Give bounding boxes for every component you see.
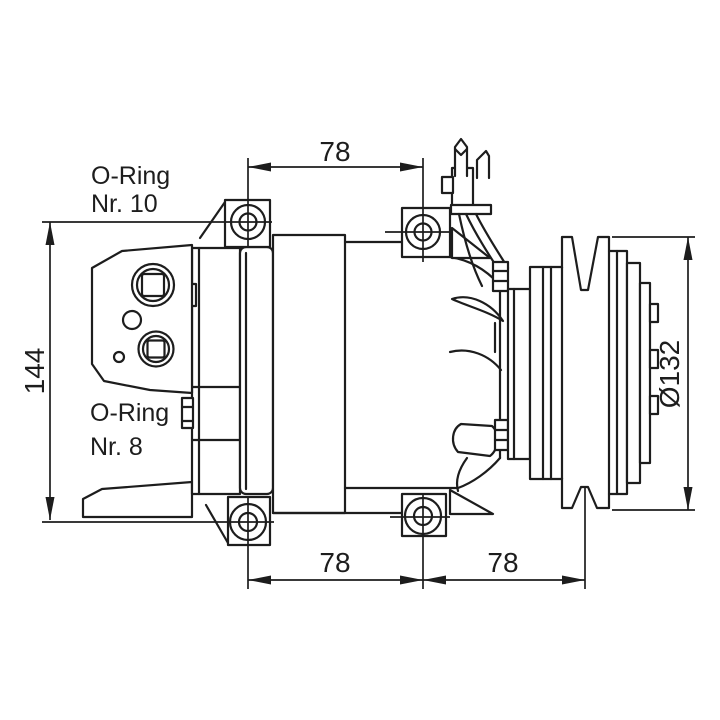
arrow-right-icon bbox=[400, 575, 423, 585]
connector-lug bbox=[440, 175, 455, 195]
arrow-right-icon bbox=[562, 575, 585, 585]
cylinder-head bbox=[90, 243, 194, 395]
arrow-left-icon bbox=[248, 575, 271, 585]
shaft-nut-lower-lines bbox=[493, 428, 510, 442]
connector-post-left bbox=[453, 137, 469, 178]
cylinder-barrel bbox=[271, 233, 347, 515]
compressor-body bbox=[81, 200, 505, 545]
casting-swoop-lower bbox=[455, 456, 469, 493]
connector-post-right bbox=[475, 149, 491, 180]
dimension-top-width: 78 bbox=[247, 136, 424, 262]
dimension-top-width-value: 78 bbox=[319, 136, 350, 167]
head-bolt-hole-upper bbox=[121, 309, 143, 331]
connector-post-notch bbox=[453, 147, 469, 157]
connector-base bbox=[449, 203, 493, 216]
pulley-front-flange bbox=[528, 265, 564, 481]
oring-10-label-line2: Nr. 10 bbox=[91, 190, 158, 218]
top-right-gusset bbox=[450, 226, 492, 260]
head-bolt-hole-lower bbox=[112, 350, 126, 364]
rear-head-boss-lines bbox=[190, 385, 242, 442]
clutch-pulley-assembly bbox=[491, 235, 660, 510]
pulley-serration-1 bbox=[648, 302, 660, 324]
dimension-bottom-right-value: 78 bbox=[487, 547, 518, 578]
casting-finger-lower bbox=[451, 422, 499, 458]
dimension-bottom-width-right: 78 bbox=[423, 487, 586, 589]
electrical-connector bbox=[440, 137, 510, 288]
shaft-nut-upper-lines bbox=[491, 269, 510, 283]
arrow-down-icon bbox=[45, 497, 55, 520]
dimension-height-value: 144 bbox=[19, 348, 50, 395]
shaft-nut-upper bbox=[491, 260, 510, 293]
dimension-diameter-value: Ø132 bbox=[654, 340, 685, 409]
pulley-serration-2 bbox=[648, 348, 660, 370]
dimension-bottom-width-left: 78 bbox=[247, 493, 424, 589]
oring-8-label-line1: O-Ring bbox=[90, 399, 169, 427]
dimension-bottom-left-value: 78 bbox=[319, 547, 350, 578]
casting-swoop-mid bbox=[448, 349, 503, 372]
oring-10-label-line1: O-Ring bbox=[91, 162, 170, 190]
oring-8-label-line2: Nr. 8 bbox=[90, 433, 143, 461]
arrow-up-icon bbox=[45, 222, 55, 245]
bottom-left-bracket-line bbox=[204, 503, 230, 545]
clutch-armature-plate bbox=[506, 287, 532, 461]
bottom-right-gusset bbox=[448, 488, 495, 516]
suction-port-opening bbox=[146, 339, 166, 359]
arrow-up-icon bbox=[683, 237, 693, 260]
shaft-nut-lower bbox=[493, 418, 510, 452]
casting-swoop-upper bbox=[450, 296, 505, 323]
pulley-serration-3 bbox=[648, 394, 660, 416]
arrow-left-icon bbox=[248, 162, 271, 172]
lug-crosshairs bbox=[385, 231, 452, 518]
front-head-bottom-edge bbox=[343, 456, 502, 490]
pulley-rear-ring bbox=[625, 261, 642, 485]
pulley-front-flange-lines bbox=[541, 265, 553, 481]
rear-port-fitting-lines bbox=[180, 405, 195, 423]
oring-labels: O-Ring Nr. 10 O-Ring Nr. 8 bbox=[90, 162, 170, 461]
top-left-bracket-line bbox=[198, 200, 227, 240]
dimension-overall-height: 144 bbox=[19, 221, 274, 523]
arrow-left-icon bbox=[423, 575, 446, 585]
rear-port-fitting bbox=[180, 396, 195, 430]
arrow-down-icon bbox=[683, 487, 693, 510]
bottom-foot-bracket bbox=[81, 480, 194, 519]
arrow-right-icon bbox=[400, 162, 423, 172]
v-belt-groove-top bbox=[560, 235, 611, 292]
discharge-port-opening bbox=[140, 272, 166, 298]
pulley-hub-ring bbox=[638, 281, 652, 465]
wire-curve bbox=[457, 212, 484, 288]
dimension-pulley-diameter: Ø132 bbox=[612, 236, 695, 511]
